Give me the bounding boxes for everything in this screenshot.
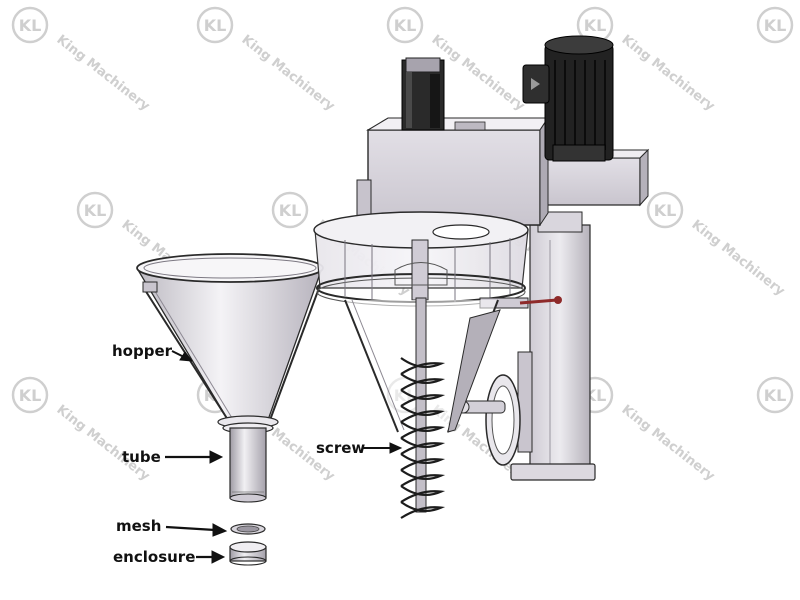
agitator-motor [522,35,614,162]
svg-text:King Machinery: King Machinery [54,32,153,114]
tube-arrow [165,450,224,464]
svg-text:KL: KL [279,201,302,220]
auger-flight [400,485,446,503]
watermark-logo: KL King Machinery [11,376,153,484]
svg-text:KL: KL [764,386,787,405]
mesh-label: mesh [116,517,162,535]
watermark-logo: KL King Machinery [11,6,153,114]
svg-text:KL: KL [584,16,607,35]
tube-part [222,422,274,503]
auger-flight [400,437,446,455]
auger-flight [400,357,446,375]
screw-label: screw [316,439,366,457]
tube-label: tube [122,448,161,466]
screw-arrow [363,442,403,454]
watermark-logo: KL King Machinery [196,6,338,114]
svg-text:KL: KL [764,16,787,35]
svg-text:KL: KL [654,201,677,220]
watermark-logo: KL [756,6,794,44]
screw-auger [400,297,446,519]
svg-text:KL: KL [84,201,107,220]
svg-text:King Machinery: King Machinery [619,402,718,484]
agitator-housing [313,211,562,309]
enclosure-part [229,541,267,566]
svg-text:KL: KL [19,16,42,35]
auger-flight [400,453,446,471]
callout-arrows [165,350,403,564]
auger-flight [400,389,446,407]
enclosure-arrow [196,550,226,564]
enclosure-label: enclosure [113,548,196,566]
svg-text:KL: KL [204,16,227,35]
hopper-funnel [136,253,324,429]
svg-text:King Machinery: King Machinery [54,402,153,484]
svg-text:King Machinery: King Machinery [689,217,788,299]
svg-text:KL: KL [19,386,42,405]
auger-flight [400,469,446,487]
mesh-arrow [165,523,228,537]
auger-flight [400,421,446,439]
mesh-part [230,523,266,535]
svg-text:King Machinery: King Machinery [619,32,718,114]
watermark-logo: KL [756,376,794,414]
top-frame [356,116,650,227]
auger-flight [400,405,446,423]
svg-text:KL: KL [394,16,417,35]
servo-motor [401,57,445,131]
hopper-arrow [171,350,194,362]
hopper-label: hopper [112,342,173,360]
auger-flight [400,501,446,519]
support-column [510,211,596,481]
svg-text:King Machinery: King Machinery [239,32,338,114]
auger-flight [400,373,446,391]
watermark-logo: KL King Machinery [646,191,788,299]
